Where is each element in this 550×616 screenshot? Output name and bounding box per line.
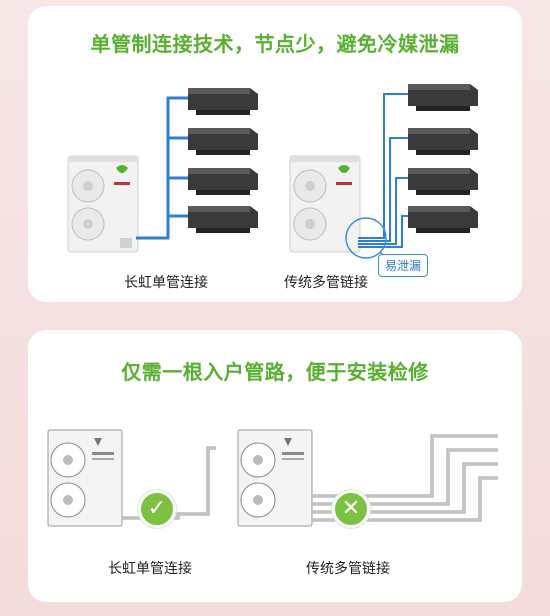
indoor-unit-icon [408, 168, 478, 195]
outdoor-unit-icon [67, 155, 139, 253]
indoor-unit-icon [188, 88, 258, 115]
left-caption: 长虹单管连接 [124, 275, 208, 291]
indoor-unit-icon [188, 206, 258, 233]
outdoor-unit-icon [289, 155, 361, 253]
single-pipe-comparison-card: 单管制连接技术，节点少，避免冷媒泄漏 [28, 6, 522, 302]
right-caption: 传统多管链接 [284, 275, 368, 291]
outdoor-unit-icon [47, 429, 123, 527]
card-headline: 单管制连接技术，节点少，避免冷媒泄漏 [90, 32, 460, 56]
right-caption: 传统多管链接 [306, 561, 390, 577]
indoor-unit-icon [408, 128, 478, 155]
outdoor-unit-icon [237, 429, 313, 527]
card-headline: 仅需一根入户管路，便于安装检修 [121, 360, 429, 384]
pipe-routing-illustration [47, 429, 498, 527]
indoor-unit-icon [408, 84, 478, 111]
leak-highlight-circle [345, 217, 387, 259]
cross-icon: ✕ [332, 490, 370, 528]
indoor-unit-icon [408, 206, 478, 233]
left-caption: 长虹单管连接 [108, 561, 192, 577]
leak-label: 易泄漏 [378, 254, 429, 277]
check-icon: ✓ [138, 490, 176, 528]
single-pipe-system-illustration [67, 84, 478, 261]
indoor-unit-icon [188, 128, 258, 155]
installation-comparison-card: 仅需一根入户管路，便于安装检修 [28, 330, 522, 602]
indoor-unit-icon [188, 168, 258, 195]
